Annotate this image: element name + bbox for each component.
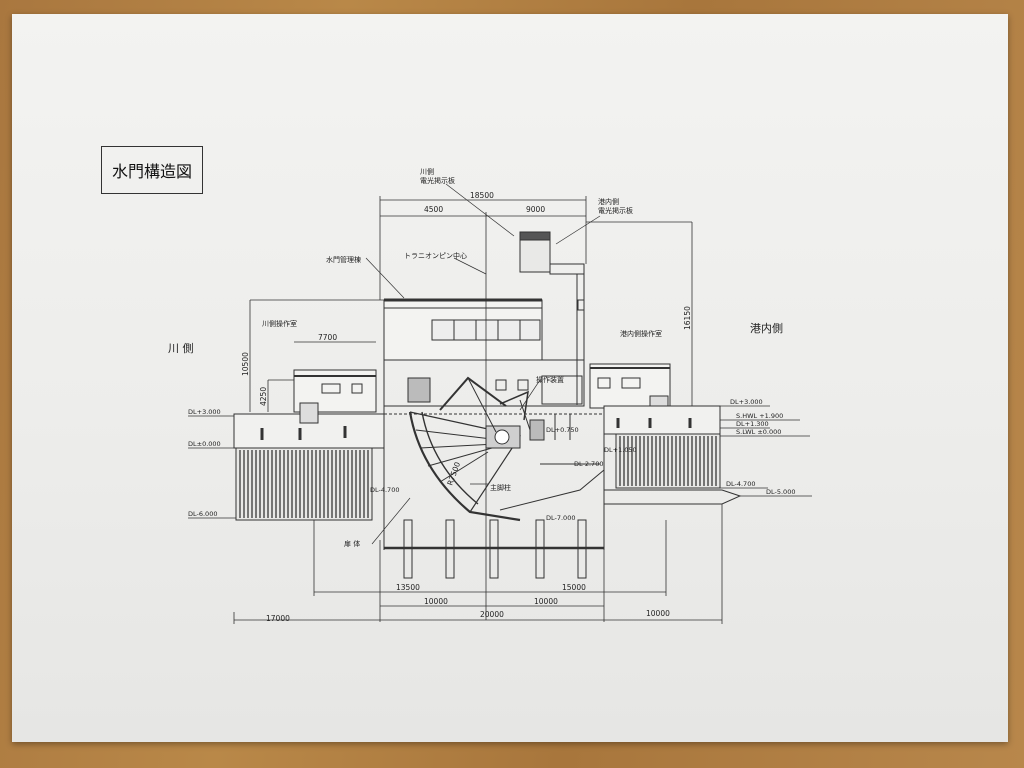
dim-bot-b: 15000 bbox=[562, 583, 586, 592]
dim-top-total: 18500 bbox=[470, 191, 494, 200]
level-right-lwl: S.LWL ±0.000 bbox=[736, 428, 781, 436]
paper-sheet bbox=[12, 14, 1008, 742]
level-left-dl0000: DL±0.000 bbox=[188, 440, 221, 448]
harbor-lamp-label-2: 電光掲示板 bbox=[598, 206, 633, 215]
level-right-dl5000: DL-5.000 bbox=[766, 488, 795, 496]
drawing-title: 水門構造図 bbox=[101, 146, 203, 194]
level-lines-left bbox=[188, 415, 236, 519]
level-right-dl3000: DL+3.000 bbox=[730, 398, 763, 406]
level-lines-right bbox=[720, 405, 812, 497]
river-lamp-label-1: 川側 bbox=[420, 167, 434, 176]
harbor-shelter-label: 港内側操作室 bbox=[620, 329, 662, 338]
dim-bot-a: 13500 bbox=[396, 583, 420, 592]
dim-bot-c: 10000 bbox=[424, 597, 448, 606]
dim-bot-total: 20000 bbox=[480, 610, 504, 619]
dimension-lines bbox=[233, 196, 723, 624]
level-dl0750: DL+0.750 bbox=[546, 426, 579, 434]
dim-height-left: 10500 bbox=[241, 352, 250, 376]
river-side-label: 川 側 bbox=[168, 342, 194, 355]
dim-top-right: 9000 bbox=[526, 205, 545, 214]
river-lamp-label-2: 電光掲示板 bbox=[420, 176, 455, 185]
river-shelter-label: 川側操作室 bbox=[262, 319, 297, 328]
river-side-shelter bbox=[293, 369, 377, 424]
level-left-dl6000: DL-6.000 bbox=[188, 510, 217, 518]
gate-house-label: 水門管理棟 bbox=[326, 255, 361, 264]
level-right-hwl: S.HWL +1.900 bbox=[736, 412, 783, 420]
lock-device-label: 操作装置 bbox=[536, 375, 564, 384]
level-dl7000: DL-7.000 bbox=[546, 514, 575, 522]
dim-bot-right: 10000 bbox=[646, 609, 670, 618]
dim-height-small: 4250 bbox=[259, 387, 268, 406]
level-left-dl3000: DL+3.000 bbox=[188, 408, 221, 416]
harbor-side-label: 港内側 bbox=[750, 321, 783, 335]
level-left-dl4700: DL-4.700 bbox=[370, 486, 399, 494]
dim-bot-left: 17000 bbox=[266, 614, 290, 623]
dim-radius: R7500 bbox=[445, 461, 462, 487]
dim-height-right: 16150 bbox=[683, 306, 692, 330]
left-sheet-pile-hatch bbox=[239, 450, 369, 518]
dim-bot-d: 10000 bbox=[534, 597, 558, 606]
level-dl1050: DL+1.050 bbox=[604, 446, 637, 454]
level-right-dl1300: DL+1.300 bbox=[736, 420, 769, 428]
dim-top-left: 4500 bbox=[424, 205, 443, 214]
ram-label: 主脚柱 bbox=[490, 483, 511, 492]
level-dl2700: DL-2.700 bbox=[574, 460, 603, 468]
leader-lines bbox=[365, 183, 601, 545]
radial-gate bbox=[408, 376, 545, 522]
trunnion-label: トラニオンピン中心 bbox=[404, 251, 467, 260]
level-right-dl4700: DL-4.700 bbox=[726, 480, 755, 488]
harbor-lamp-label-1: 港内側 bbox=[598, 197, 619, 206]
dim-shelter-width: 7700 bbox=[318, 333, 337, 342]
left-embankment bbox=[233, 413, 385, 521]
right-embankment bbox=[603, 405, 742, 505]
gate-body-label: 扉 体 bbox=[344, 539, 360, 548]
